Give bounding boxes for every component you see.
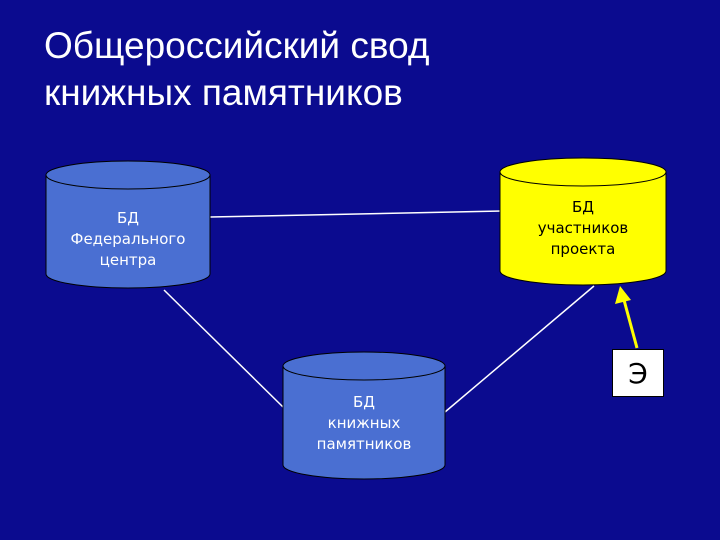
label-books-db: БД книжных памятников [283,392,445,455]
title-line-2: книжных памятников [44,72,403,113]
label-federal-line-2: Федерального [70,230,186,248]
label-participants-db: БД участников проекта [500,197,666,260]
label-participants-line-3: проекта [550,240,616,258]
marker-label: Э [628,356,648,390]
connector-federal-participants [209,210,503,218]
slide-title: Общероссийский свод книжных памятников [44,22,429,116]
cylinder-federal [45,160,211,289]
label-books-line-2: книжных [327,414,401,432]
cylinder-books [282,351,446,480]
connector-federal-books [163,289,285,409]
label-federal-line-3: центра [99,251,157,269]
label-federal-line-1: БД [116,209,139,227]
title-line-1: Общероссийский свод [44,25,430,66]
label-participants-line-1: БД [571,198,594,216]
connector-books-participants [444,285,595,413]
marker-box: Э [612,349,664,397]
arrow-shaft [622,299,639,349]
label-books-line-3: памятников [316,435,412,453]
arrow-head [615,286,631,304]
cylinder-participants [499,157,667,286]
label-books-line-1: БД [352,393,375,411]
label-participants-line-2: участников [537,219,629,237]
label-federal-db: БД Федерального центра [46,208,210,271]
